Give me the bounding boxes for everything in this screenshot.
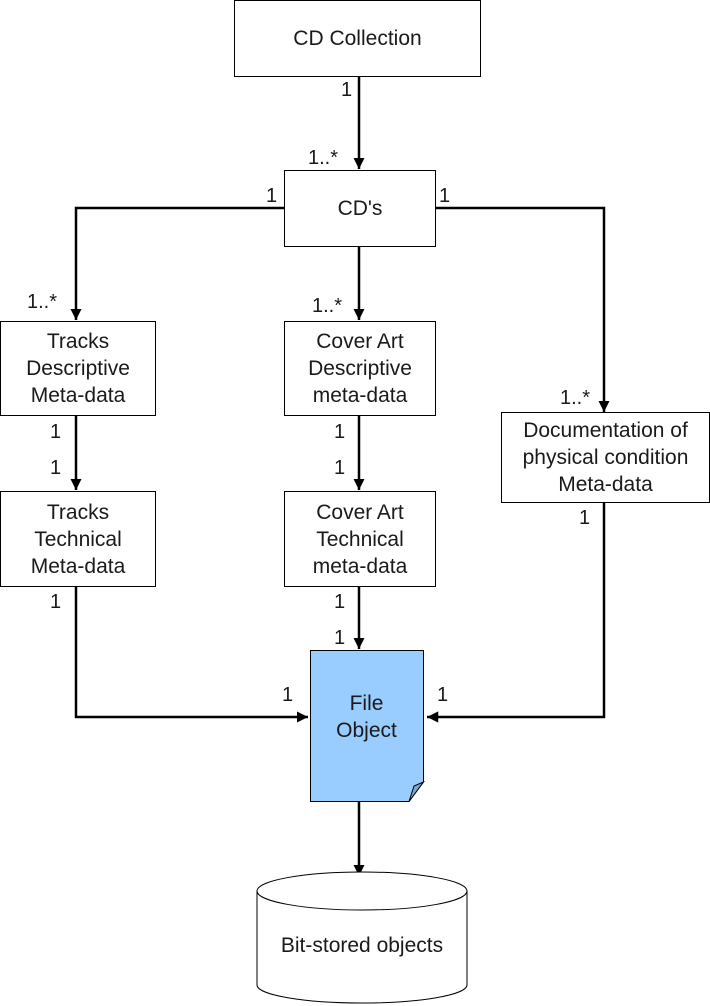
cds-node: CD's	[284, 170, 436, 247]
edge-doc-to-file	[427, 502, 606, 723]
multiplicity-label: 1	[50, 421, 62, 443]
multiplicity-label: 1	[439, 185, 451, 207]
multiplicity-label: 1	[437, 684, 449, 706]
tracks-technical-node: Tracks Technical Meta-data	[0, 491, 156, 587]
multiplicity-label: 1	[50, 591, 62, 613]
edge-cds-to-documentation	[435, 206, 610, 412]
multiplicity-label: 1	[266, 185, 278, 207]
multiplicity-label: 1..*	[560, 387, 591, 409]
multiplicity-label: 1..*	[308, 147, 339, 169]
documentation-node: Documentation of physical condition Meta…	[501, 412, 710, 503]
cover-art-technical-node: Cover Art Technical meta-data	[284, 491, 436, 587]
multiplicity-label: 1	[579, 507, 591, 529]
cd-collection-node: CD Collection	[234, 0, 481, 77]
edge-tracks-tech-to-file	[74, 586, 308, 723]
multiplicity-label: 1	[334, 627, 346, 649]
tracks-descriptive-node: Tracks Descriptive Meta-data	[0, 321, 156, 416]
cover-art-descriptive-node: Cover Art Descriptive meta-data	[284, 321, 436, 416]
multiplicity-label: 1	[282, 684, 294, 706]
bit-stored-objects-label: Bit-stored objects	[280, 934, 444, 957]
multiplicity-label: 1	[334, 421, 346, 443]
multiplicity-label: 1	[334, 591, 346, 613]
edge-cds-to-tracks-desc	[70, 206, 285, 320]
multiplicity-label: 1	[341, 79, 353, 101]
file-object-fold	[408, 780, 425, 802]
multiplicity-label: 1..*	[27, 291, 58, 313]
multiplicity-label: 1	[50, 457, 62, 479]
multiplicity-label: 1..*	[312, 295, 343, 317]
bit-stored-objects-cylinder	[256, 871, 468, 1004]
multiplicity-label: 1	[334, 457, 346, 479]
file-object-label: File Object	[336, 692, 397, 742]
